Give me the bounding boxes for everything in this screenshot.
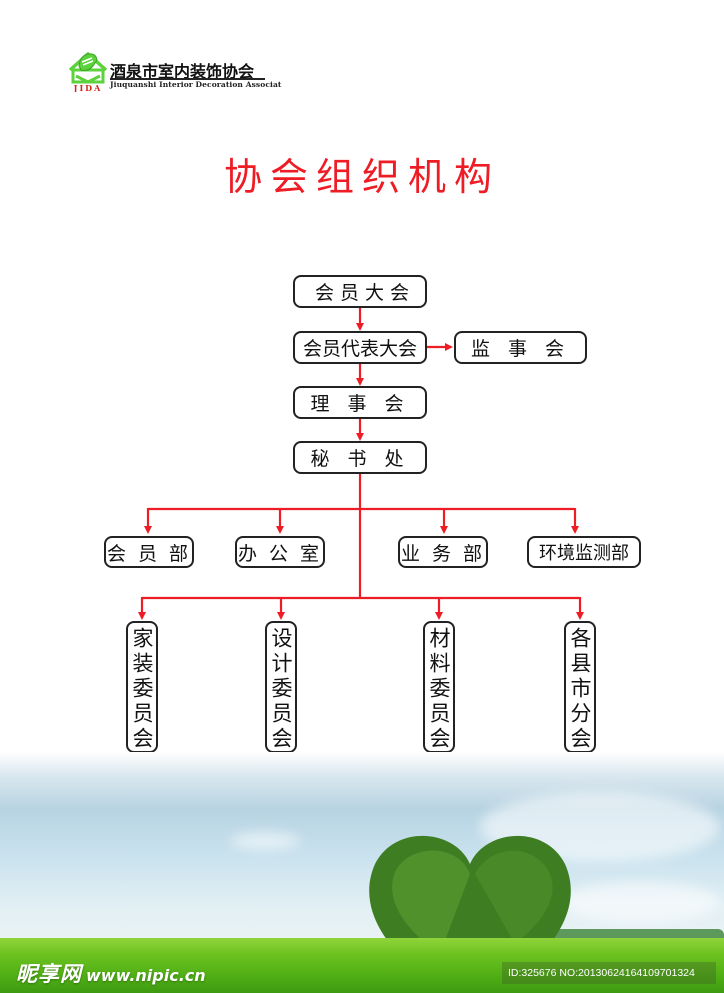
node-label: 材料委员会 [427, 626, 451, 752]
watermark-site-name: 昵享网 [16, 962, 82, 986]
node-representative-assembly: 会员代表大会 [293, 331, 427, 364]
association-name-en: Jiuquanshi Interior Decoration Associat [110, 80, 282, 89]
node-dept-environment-monitoring: 环境监测部 [527, 536, 641, 568]
svg-text:JIDA: JIDA [73, 83, 103, 92]
cloud [560, 882, 720, 922]
landscape-background [0, 752, 724, 993]
node-label: 监 事 会 [470, 338, 571, 360]
node-committee-county-branches: 各县市分会 [564, 621, 596, 753]
node-label: 办 公 室 [237, 542, 323, 565]
node-committee-materials: 材料委员会 [423, 621, 455, 753]
grass-field [0, 938, 724, 993]
node-label: 业 务 部 [400, 542, 486, 565]
node-committee-design: 设计委员会 [265, 621, 297, 753]
node-label: 理 事 会 [310, 393, 410, 415]
association-name-cn: 酒泉市室内装饰协会 [110, 62, 255, 81]
watermark-site-url: www.nipic.cn [86, 966, 206, 985]
logo-divider [110, 78, 265, 80]
node-secretariat: 秘 书 处 [293, 441, 427, 474]
node-committee-home-decoration: 家装委员会 [126, 621, 158, 753]
node-dept-business: 业 务 部 [398, 536, 488, 568]
node-supervisory-board: 监 事 会 [454, 331, 587, 364]
node-label: 环境监测部 [539, 543, 629, 564]
node-label: 家装委员会 [130, 626, 154, 752]
node-council: 理 事 会 [293, 386, 427, 419]
node-label: 会 员 部 [106, 542, 192, 565]
node-dept-office: 办 公 室 [235, 536, 325, 568]
image-id-label: ID:325676 NO:20130624164109701324 [502, 962, 716, 984]
node-label: 各县市分会 [568, 626, 592, 752]
node-general-assembly: 会员大会 [293, 275, 427, 308]
cloud [230, 832, 300, 850]
house-hands-logo-icon: JIDA [68, 52, 108, 92]
node-label: 秘 书 处 [310, 448, 410, 470]
node-dept-membership: 会 员 部 [104, 536, 194, 568]
page-title: 协会组织机构 [223, 155, 500, 199]
node-label: 设计委员会 [269, 626, 293, 752]
node-label: 会员代表大会 [302, 338, 417, 360]
association-logo: JIDA 酒泉市室内装饰协会 Jiuquanshi Interior Decor… [66, 44, 296, 94]
node-label: 会员大会 [314, 282, 415, 304]
